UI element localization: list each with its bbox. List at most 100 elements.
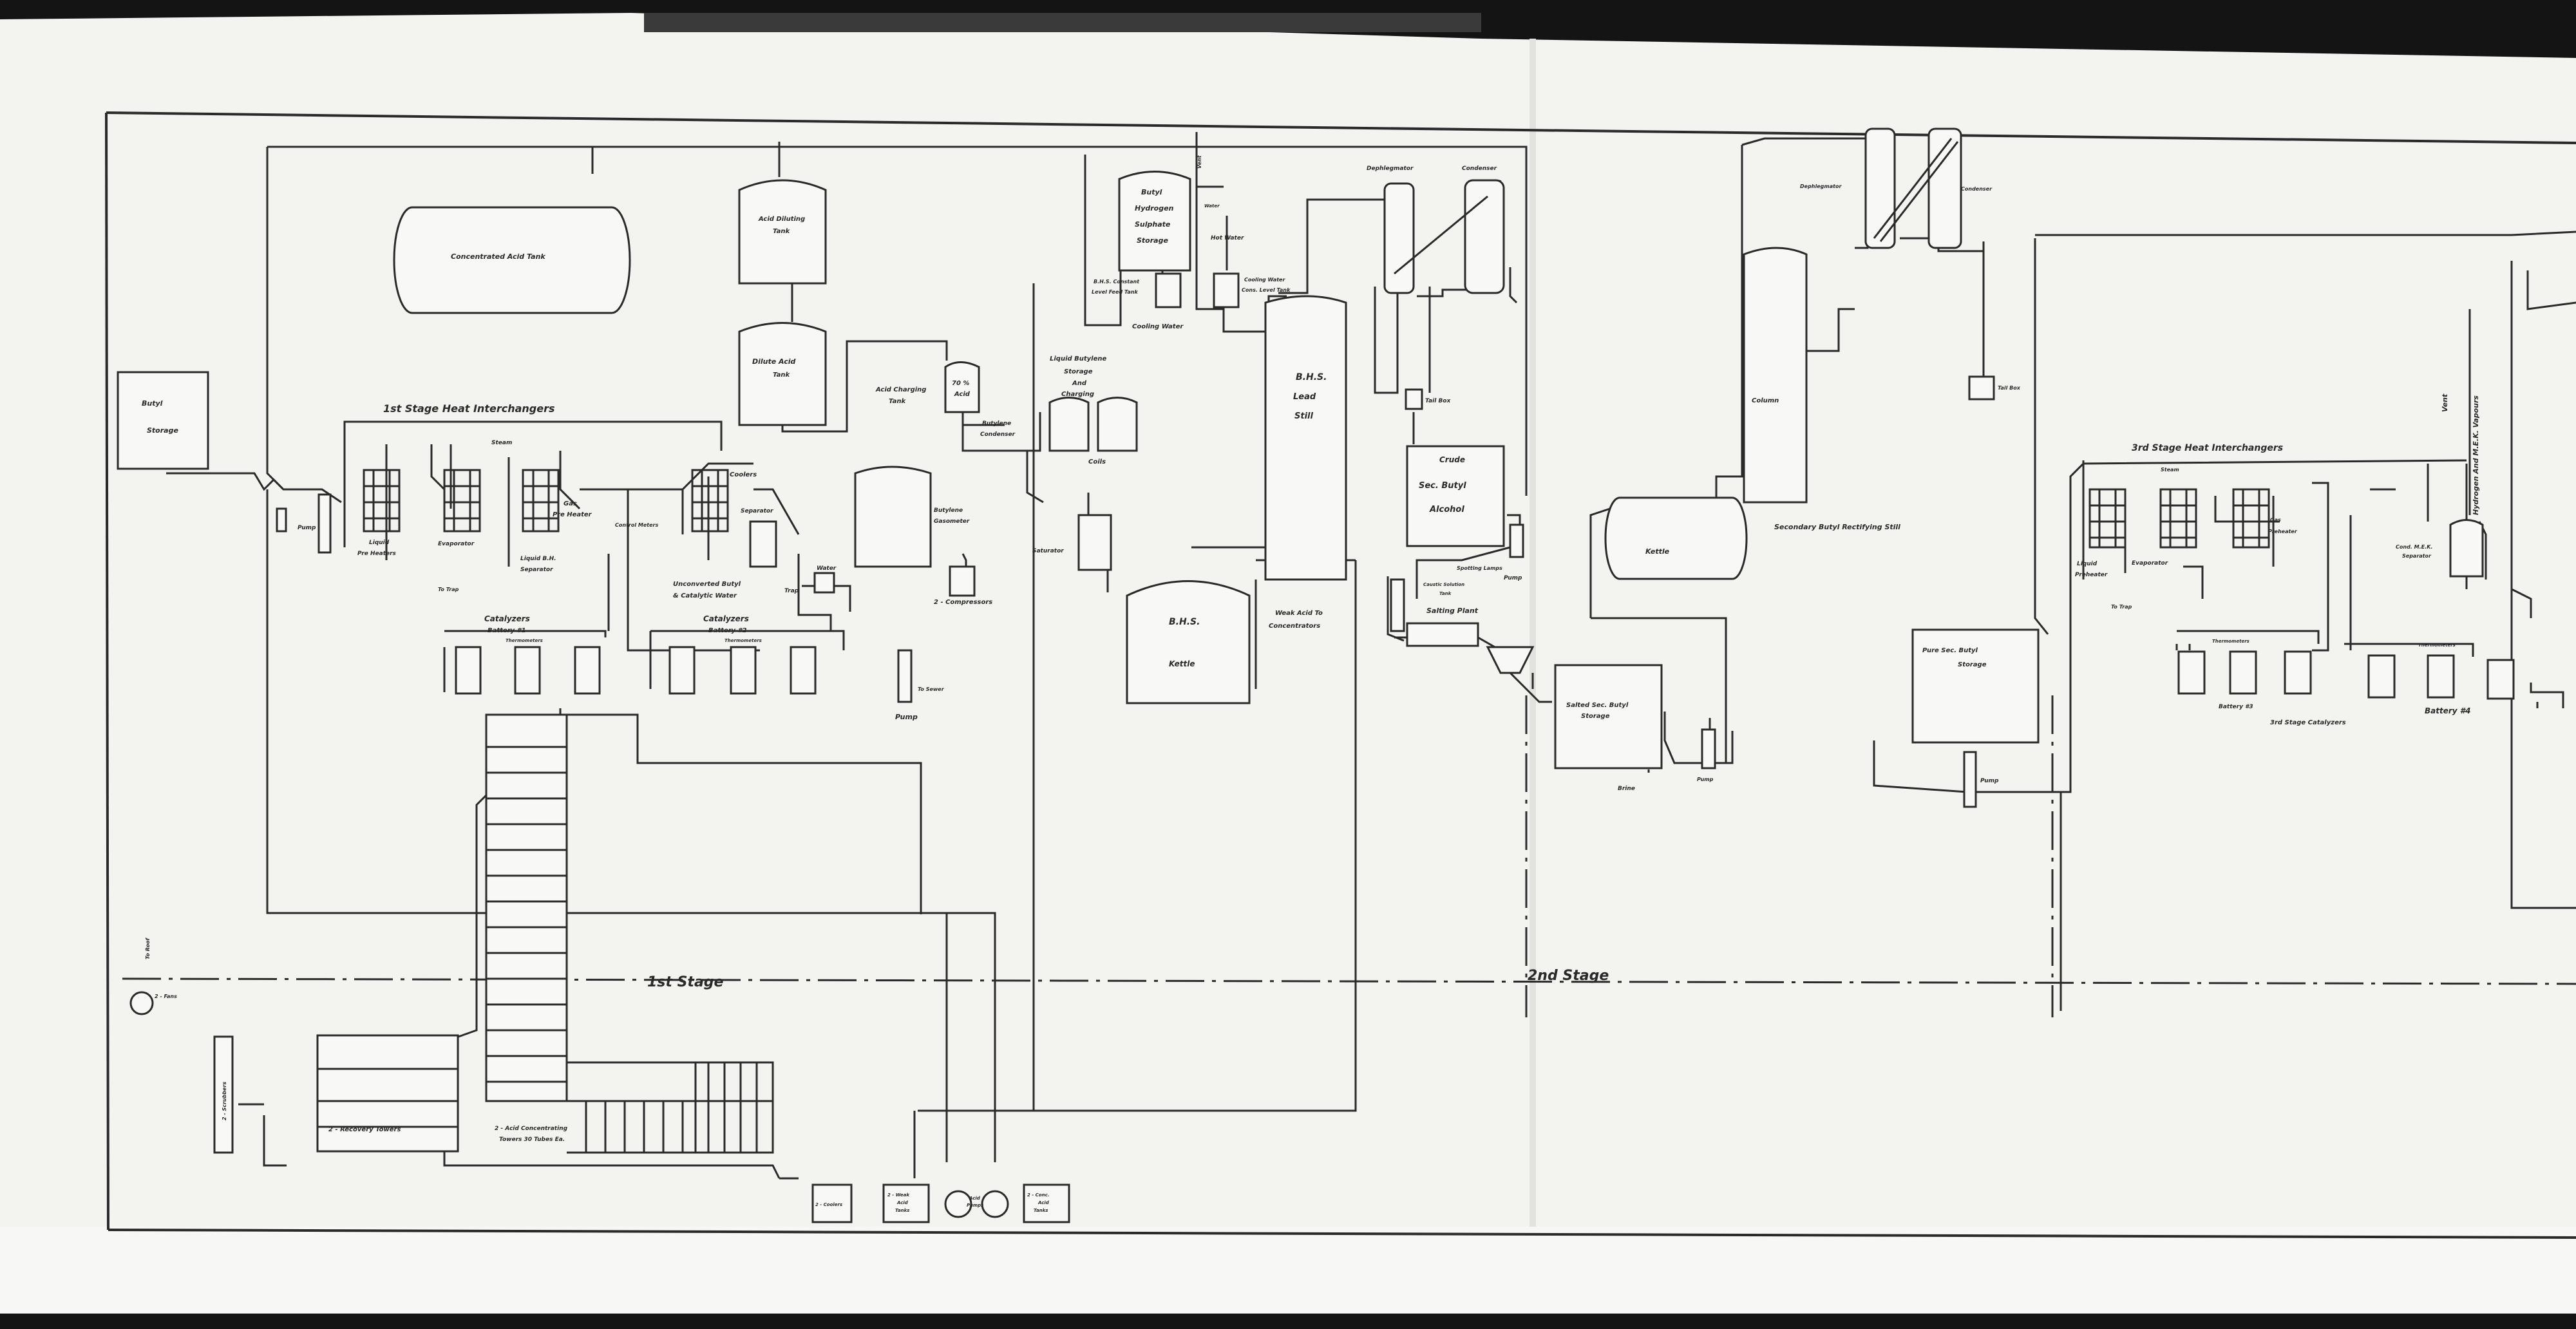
label-separator-left: Separator [741,508,773,514]
catalyzer-1a [455,646,482,695]
label-liquid-bhs-1: Liquid B.H. [520,556,556,562]
label-liquid-butylene-2: Storage [1064,368,1093,375]
coil-tank-1 [1048,397,1090,452]
label-bhs-kettle-1: B.H.S. [1169,617,1200,627]
preheater-stack-3 [2088,488,2126,549]
mek-separator [2449,519,2484,578]
label-stage-1: 1st Stage [647,974,724,990]
label-butyl-storage-2: Storage [147,426,178,435]
label-caustic-solution-1: Caustic Solution [1423,582,1464,587]
label-liquid-butylene-3: And [1072,380,1087,387]
label-salted-storage-1: Salted Sec. Butyl [1566,702,1629,709]
catalyzer-2b [730,646,757,695]
label-gas-preheater-r-1: Gas [2270,517,2281,523]
label-control-meters: Control Meters [615,522,658,528]
label-brine: Brine [1618,786,1635,792]
label-butyl-hydrogen-2: Hydrogen [1135,204,1174,212]
label-acid-70-1: 70 % [952,380,969,387]
label-condenser-right: Condenser [1961,186,1993,192]
acid-diluting-tank [738,179,827,285]
tower-trays [317,746,773,1154]
piping-lines [166,132,2576,1180]
butylene-gasometer [854,466,932,568]
label-third-stage-catalyzers: 3rd Stage Catalyzers [2270,719,2346,726]
butyl-hydrogen-storage [1118,171,1191,272]
label-stage-2: 2nd Stage [1528,968,1609,984]
label-acid-pumps-1: Acid [969,1196,981,1201]
label-thermometers-a: Thermometers [506,638,543,643]
label-bhs-constant-2: Level Feed Tank [1092,289,1139,295]
label-third-stage-heat: 3rd Stage Heat Interchangers [2132,443,2283,453]
label-weak-acid-1: Weak Acid To [1275,610,1323,617]
label-acid-charging-2: Tank [889,398,907,405]
inlet-small [276,507,287,533]
label-pure-storage-1: Pure Sec. Butyl [1922,647,1978,654]
salted-storage-tank [1554,664,1663,769]
label-weak-acid-2: Concentrators [1269,623,1320,630]
label-cond-mek-1: Cond. M.E.K. [2396,544,2432,550]
catalyzer-2a [668,646,696,695]
label-conc-acid-tank: Concentrated Acid Tank [451,252,545,261]
label-coolers-box: 2 - Coolers [815,1202,842,1207]
acid-pump-2 [981,1190,1009,1218]
label-pump-inlet: Pump [298,525,316,531]
label-butyl-hydrogen-3: Sulphate [1135,220,1171,229]
label-acid-charging-1: Acid Charging [875,386,926,393]
weak-acid-tanks [882,1183,930,1223]
label-dephlegmator-left: Dephlegmator [1367,165,1414,172]
bhs-constant-level-tank [1155,272,1182,308]
diagram-labels: Butyl Storage Concentrated Acid Tank Aci… [142,155,2480,1213]
label-conc-acid-tanks-2: Acid [1037,1200,1050,1205]
label-compressors: 2 - Compressors [934,599,992,606]
salting-plant-box [1406,622,1479,647]
label-butylene-gasometer-1: Butylene [934,507,963,514]
acid-pump-1 [944,1190,972,1218]
label-first-stage-heat: 1st Stage Heat Interchangers [383,402,555,415]
condenser-left [1464,179,1505,294]
pump-left [897,649,913,703]
evaporator-stack-3 [2159,488,2197,549]
label-liquid-butylene-1: Liquid Butylene [1050,355,1107,363]
label-dilute-acid-1: Dilute Acid [752,357,796,366]
label-hydrogen-mek: Hydrogen And M.E.K. Vapours [2472,395,2480,515]
kettle-right [1604,496,1748,580]
pump-salted [1701,728,1716,769]
label-butyl-hydrogen-4: Storage [1137,236,1168,245]
separator-left [749,520,777,568]
label-tail-box-left: Tail Box [1425,398,1451,404]
label-catalyzers-2-1: Catalyzers [703,614,749,623]
label-steam-right: Steam [2161,467,2179,473]
label-liquid-preheater-r-1: Liquid [2077,561,2098,567]
crude-alcohol-tank [1406,445,1505,547]
label-butylene-condenser-2: Condenser [980,431,1016,438]
label-liquid-butylene-4: Charging [1061,391,1094,398]
concentrated-acid-tank [393,206,631,314]
label-coils: Coils [1088,458,1106,466]
label-dilute-acid-2: Tank [773,372,791,379]
label-cond-mek-2: Separator [2402,553,2432,559]
label-to-trap-right: To Trap [2111,604,2132,610]
pure-storage-tank [1911,628,2040,744]
cooler-stack [691,469,729,533]
column [1743,247,1808,504]
catalyzer-3a [2177,650,2206,695]
recovery-towers [316,1034,459,1153]
catalyzer-4b [2427,654,2455,699]
label-cooling-water-const-1: Cooling Water [1244,277,1285,283]
label-weak-acid-tanks-1: 2 - Weak [887,1192,910,1198]
label-trap: Trap [784,588,799,594]
catalyzer-4c [2486,659,2515,700]
catalyzer-1c [574,646,601,695]
tail-box-left [1405,388,1423,410]
label-crude-alcohol-3: Alcohol [1429,505,1464,514]
label-recovery-towers: 2 - Recovery Towers [328,1126,401,1133]
label-liquid-bhs-2: Separator [520,567,553,573]
label-catalyzers-1-1: Catalyzers [484,614,530,623]
label-liquid-preheaters-1: Liquid [369,540,390,546]
label-butylene-gasometer-2: Gasometer [934,518,970,525]
label-coolers: Coolers [730,471,757,478]
evaporator-stack [443,469,481,533]
label-conc-acid-tanks-3: Tanks [1034,1208,1048,1213]
coil-tank-2 [1097,397,1138,452]
label-butyl-hydrogen-1: Butyl [1141,188,1162,196]
